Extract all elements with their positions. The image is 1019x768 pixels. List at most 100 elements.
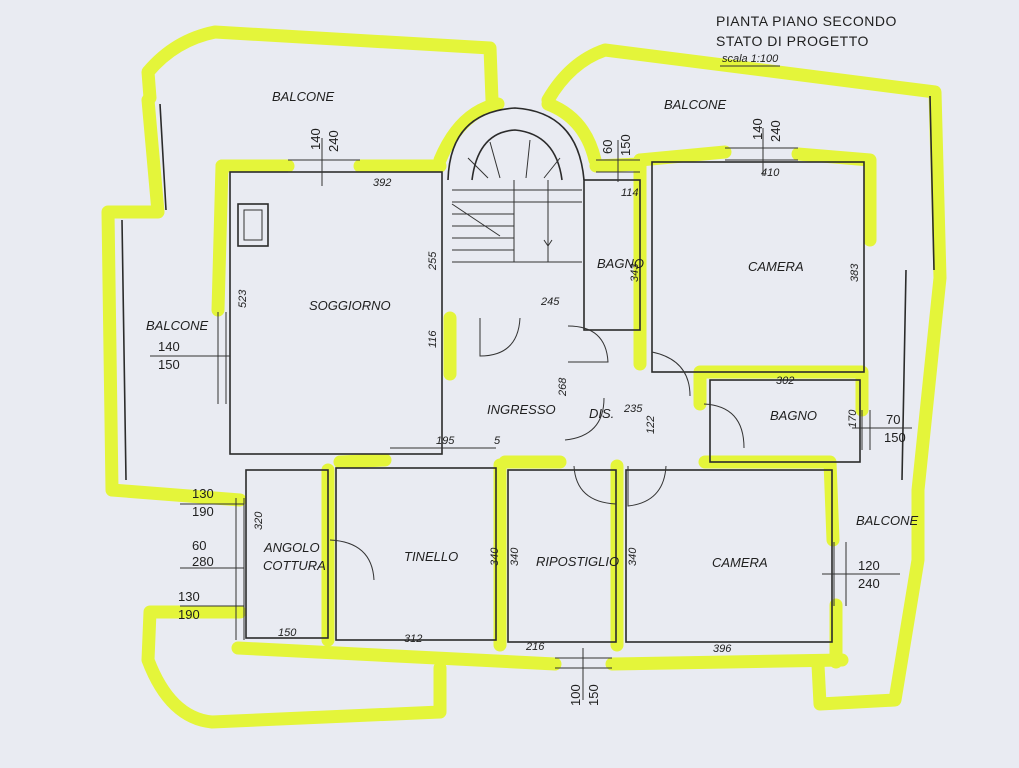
window-top-soggiorno (288, 138, 360, 186)
plan-title: PIANTA PIANO SECONDO (716, 13, 897, 29)
label-ingresso: INGRESSO (487, 402, 556, 417)
door-angolo (329, 539, 375, 581)
win-left-cottura-2-b: 280 (192, 554, 214, 569)
label-camera-bottom: CAMERA (712, 555, 768, 570)
dim-340-ripostiglio: 340 (509, 547, 521, 566)
dim-150: 150 (278, 627, 297, 639)
balcony-outline-top-right (541, 43, 947, 711)
label-bagno-right: BAGNO (770, 408, 817, 423)
door-soggiorno (479, 317, 521, 357)
camera-top-outline (651, 161, 865, 373)
label-balcone-top-left: BALCONE (272, 89, 334, 104)
plan-subtitle: STATO DI PROGETTO (716, 33, 869, 49)
window-marks (150, 128, 912, 700)
dim-343: 343 (629, 263, 641, 282)
dim-312: 312 (404, 633, 422, 645)
win-right-camera-a: 120 (858, 558, 880, 573)
dim-122: 122 (645, 416, 657, 434)
win-right-camera-b: 240 (858, 576, 880, 591)
angolo-cottura-outline (245, 469, 329, 639)
win-top-camera-b: 240 (768, 120, 783, 142)
wall-left-soggiorno (211, 159, 229, 317)
win-top-bagno-b: 150 (618, 134, 633, 156)
dim-116: 116 (427, 330, 439, 348)
label-dis: DIS. (589, 406, 614, 421)
label-angolo: ANGOLO (263, 540, 320, 555)
plan-scale: scala 1:100 (722, 53, 779, 65)
stair-arch (447, 107, 585, 181)
dim-523: 523 (237, 289, 249, 308)
dim-170: 170 (847, 409, 859, 428)
window-top-bagno (596, 140, 640, 182)
win-right-bagno-a: 70 (886, 412, 900, 427)
win-bottom-rip-a: 100 (568, 684, 583, 706)
label-balcone-left: BALCONE (146, 318, 208, 333)
door-ripostiglio (573, 465, 617, 505)
highlight-layer (101, 25, 947, 729)
balcony-outline-bottom-left (141, 605, 447, 729)
win-left-soggiorno-b: 150 (158, 357, 180, 372)
label-balcone-right: BALCONE (856, 513, 918, 528)
stair-tower-outline (433, 97, 602, 167)
room-labels: BALCONE BALCONE BALCONE BALCONE SOGGIORN… (146, 89, 918, 573)
win-left-cottura-2-a: 60 (192, 538, 206, 553)
window-right-bagno (852, 410, 912, 450)
dim-235: 235 (623, 403, 643, 415)
dim-383: 383 (849, 263, 861, 282)
dim-302: 302 (776, 375, 794, 387)
balcony-outline-top-left (141, 25, 499, 107)
stair-inner-arch (471, 129, 563, 181)
win-top-soggiorno-b: 240 (326, 130, 341, 152)
camera-bottom-outline (625, 469, 833, 643)
window-left-cottura (180, 498, 245, 640)
window-bottom-rip (555, 648, 612, 700)
stair-steps (452, 139, 582, 263)
dim-268: 268 (557, 377, 569, 397)
dim-216: 216 (525, 641, 545, 653)
dim-392: 392 (373, 177, 391, 189)
window-top-camera (725, 128, 798, 176)
dim-410: 410 (761, 167, 780, 179)
dim-340-camera: 340 (627, 547, 639, 566)
win-left-cottura-1-a: 130 (192, 486, 214, 501)
door-bagno-small (567, 325, 609, 363)
fireplace (237, 203, 269, 247)
door-camera-top (651, 351, 691, 397)
wall-bottom (231, 641, 849, 671)
win-right-bagno-b: 150 (884, 430, 906, 445)
label-bagno-small: BAGNO (597, 256, 644, 271)
window-left-soggiorno (150, 312, 230, 404)
label-cottura: COTTURA (263, 558, 326, 573)
win-top-camera-a: 140 (750, 118, 765, 140)
door-bagno-right (703, 403, 745, 449)
label-tinello: TINELLO (404, 549, 458, 564)
dim-245: 245 (540, 296, 560, 308)
wall-soggiorno-inner (333, 311, 457, 469)
dim-5: 5 (494, 435, 501, 447)
wall-top-camera (633, 145, 877, 247)
dim-396: 396 (713, 643, 732, 655)
title-block: PIANTA PIANO SECONDO STATO DI PROGETTO s… (716, 13, 897, 67)
label-balcone-top-right: BALCONE (664, 97, 726, 112)
label-ripostiglio: RIPOSTIGLIO (536, 554, 619, 569)
dim-195: 195 (436, 435, 455, 447)
window-sizes: 140 240 60 150 140 240 140 150 130 190 6… (158, 118, 906, 706)
dim-340-tinello: 340 (489, 547, 501, 566)
bagno-small-outline (583, 179, 641, 331)
fireplace-inner (243, 209, 263, 241)
door-ingresso (564, 397, 605, 441)
dimension-labels: 392 410 114 523 255 116 245 343 383 302 … (237, 167, 861, 655)
dim-255: 255 (427, 251, 439, 271)
staircase (447, 107, 585, 263)
win-top-bagno-a: 60 (600, 140, 615, 154)
label-soggiorno: SOGGIORNO (309, 298, 391, 313)
window-right-camera (822, 542, 900, 606)
label-camera-top: CAMERA (748, 259, 804, 274)
dim-320: 320 (253, 511, 265, 530)
door-camera-bottom (627, 465, 667, 507)
win-left-cottura-3-a: 130 (178, 589, 200, 604)
walls-layer (121, 95, 935, 643)
win-top-soggiorno-a: 140 (308, 128, 323, 150)
win-bottom-rip-b: 150 (586, 684, 601, 706)
